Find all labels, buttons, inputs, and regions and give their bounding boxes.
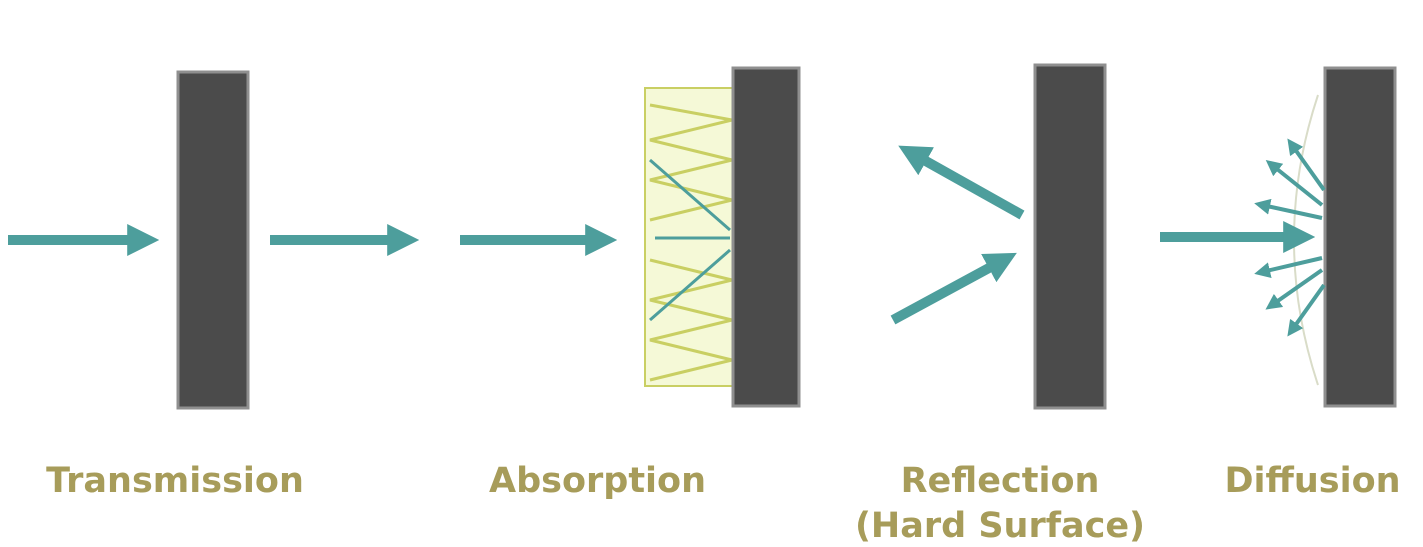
label-reflection-line2: (Hard Surface) <box>854 506 1146 546</box>
reflection-wall <box>1033 63 1107 410</box>
transmission-wall <box>176 70 250 410</box>
diffusion-curve <box>1293 94 1319 386</box>
absorption-internal-rays <box>649 158 731 322</box>
label-diffusion: Diffusion <box>1224 461 1401 501</box>
reflection-incoming-arrow <box>890 252 1017 325</box>
diffusion-wall <box>1323 66 1397 408</box>
diffusion-scatter-rays <box>1254 138 1326 337</box>
label-transmission: Transmission <box>46 461 304 501</box>
absorption-group <box>460 66 801 408</box>
label-reflection-line1: Reflection <box>900 461 1100 501</box>
reflection-group <box>890 63 1107 410</box>
transmission-group <box>8 70 420 410</box>
diffusion-group <box>1160 66 1397 408</box>
reflection-outgoing-arrow <box>898 145 1025 220</box>
label-absorption: Absorption <box>488 461 707 501</box>
absorption-wall <box>731 66 801 408</box>
